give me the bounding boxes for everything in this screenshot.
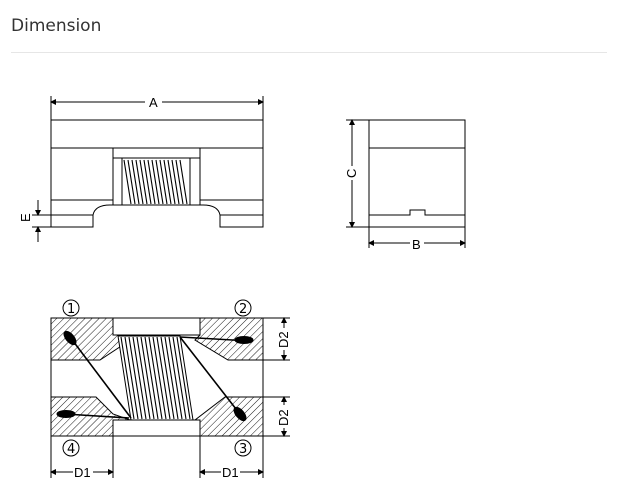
dim-label-e: E xyxy=(18,213,33,222)
dim-label-a: A xyxy=(149,95,158,110)
bottom-view xyxy=(50,299,290,478)
terminal-3-label: 3 xyxy=(239,442,247,457)
dim-label-c: C xyxy=(344,169,359,178)
divider xyxy=(11,52,607,53)
dim-label-d1-right: D1 xyxy=(222,465,239,480)
terminal-4-label: 4 xyxy=(67,442,75,457)
dim-label-d1-left: D1 xyxy=(74,465,91,480)
dim-label-b: B xyxy=(412,237,421,252)
dim-label-d2-top: D2 xyxy=(276,331,291,348)
terminal-2-label: 2 xyxy=(239,302,247,317)
front-view xyxy=(32,96,264,242)
dim-label-d2-bottom: D2 xyxy=(276,409,291,426)
side-view xyxy=(346,119,466,248)
terminal-1-label: 1 xyxy=(67,302,75,317)
section-title: Dimension xyxy=(11,16,102,36)
